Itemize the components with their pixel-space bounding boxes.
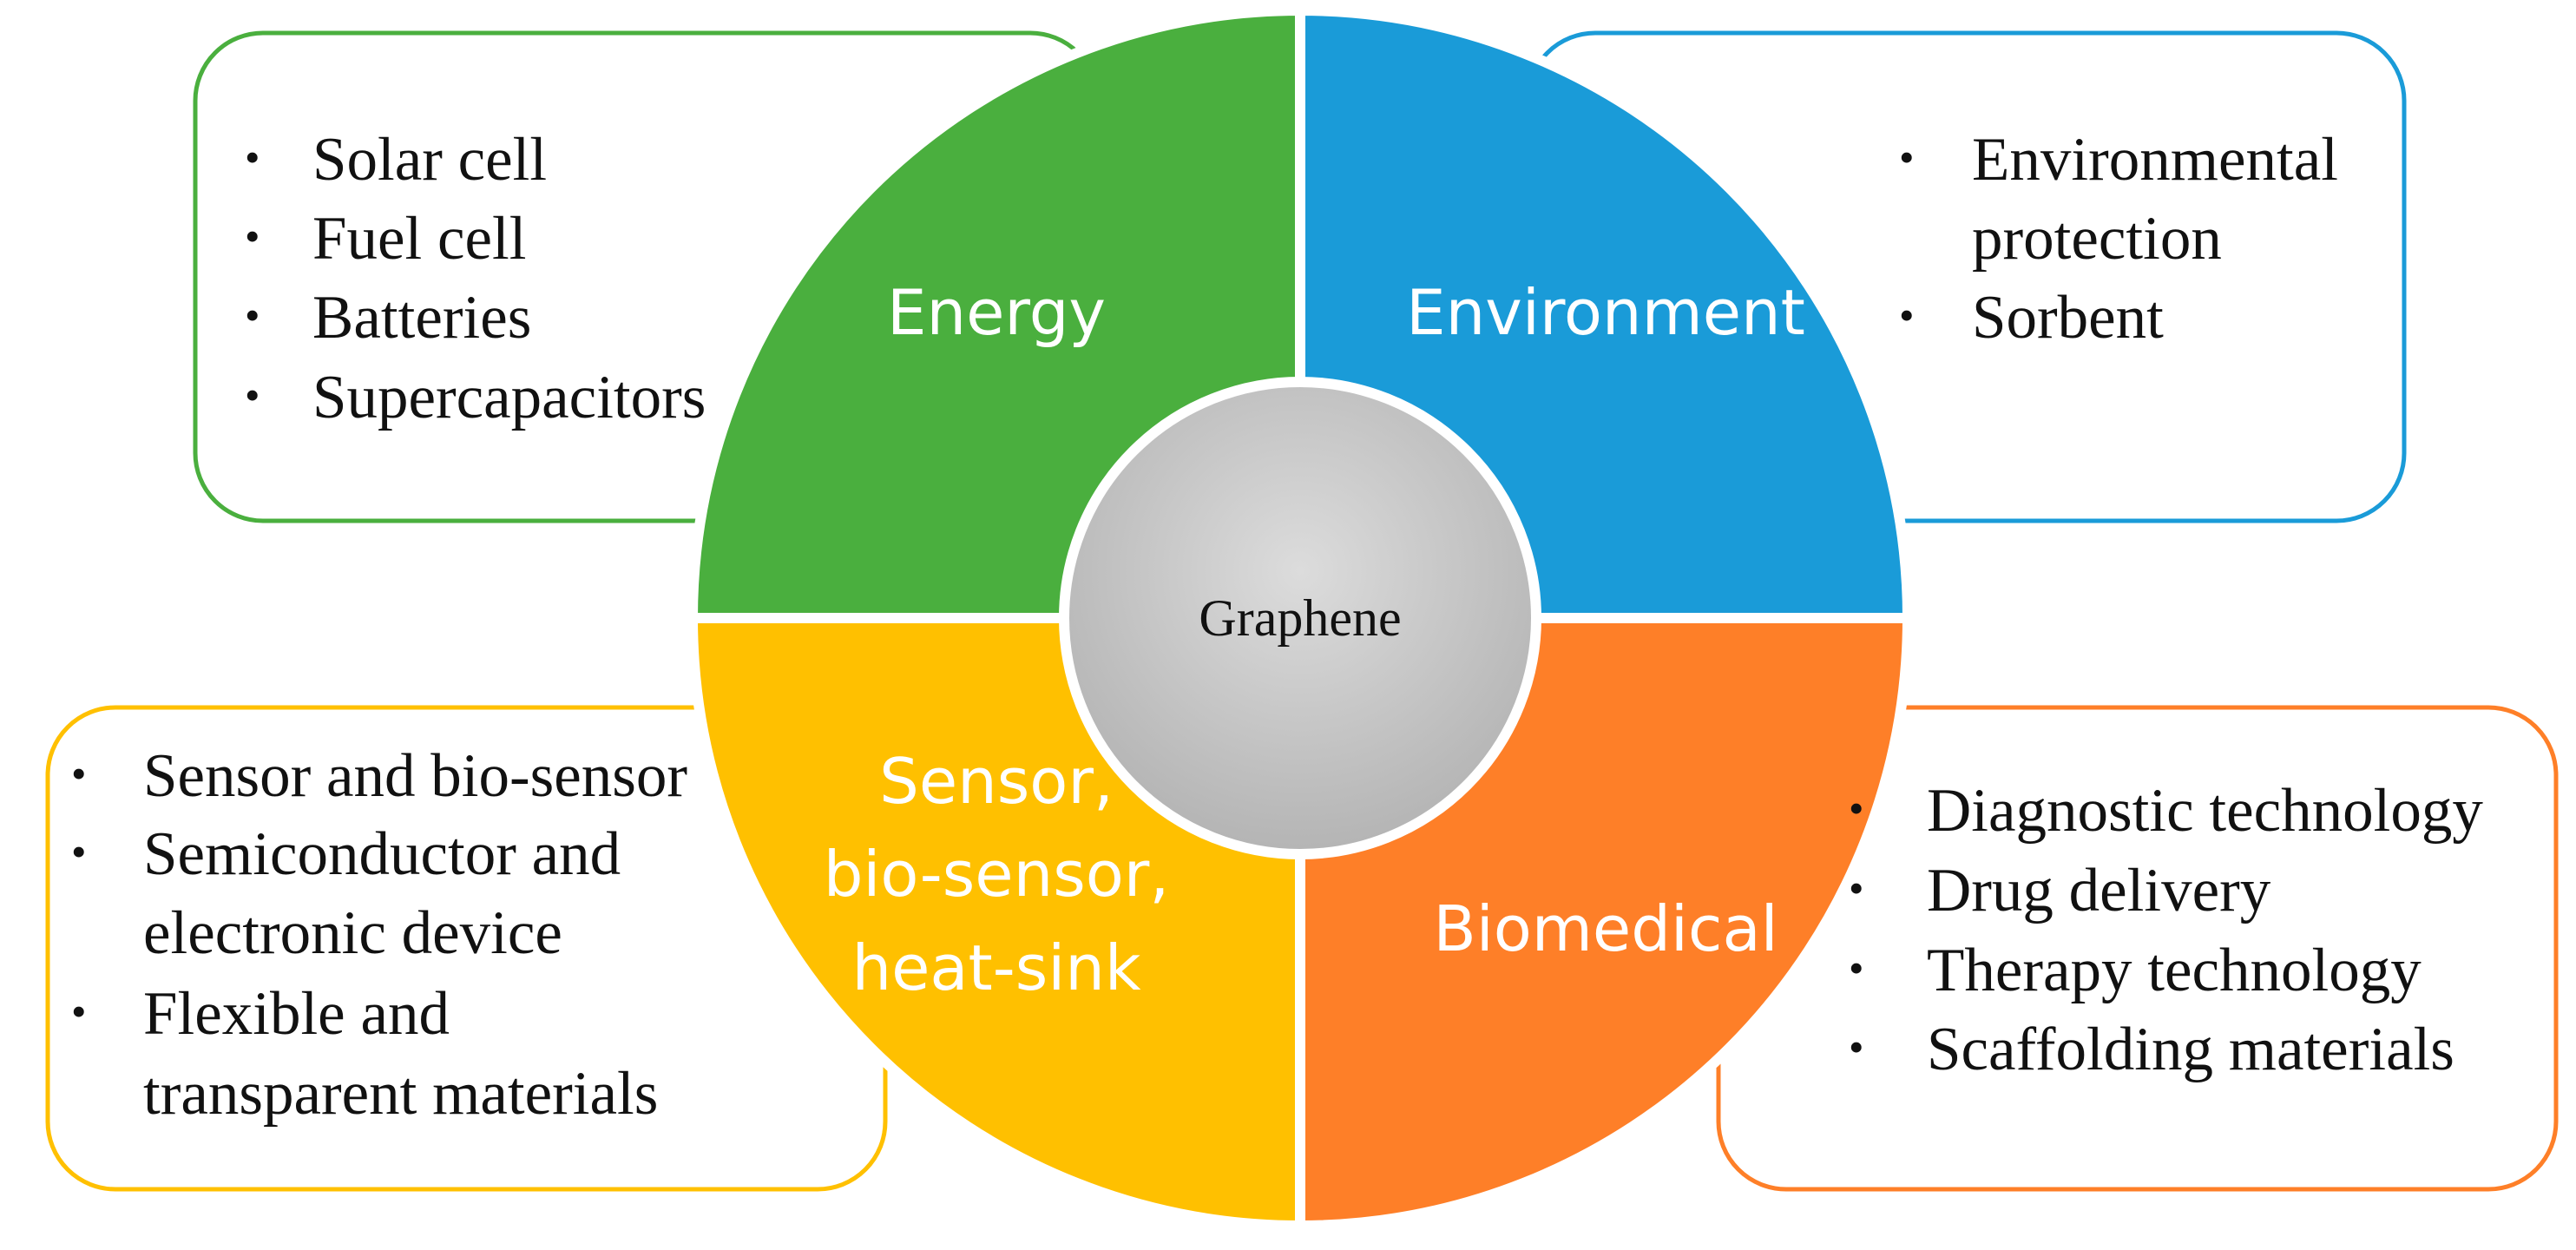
energy-item-solar-cell: Solar cell <box>312 126 547 194</box>
biomedical-label-text: Biomedical <box>1433 892 1778 965</box>
bullet-icon: • <box>245 371 260 419</box>
energy-item-batteries: Batteries <box>312 284 531 352</box>
bullet-icon: • <box>71 827 87 876</box>
bullet-icon: • <box>245 133 260 181</box>
biomedical-quadrant-label: Biomedical <box>1433 892 1778 965</box>
environment-item-environmental: Environmental <box>1972 126 2338 194</box>
sensor-quadrant-label: Sensor, bio-sensor, heat-sink <box>824 745 1170 1004</box>
biomedical-items-list: • Diagnostic technology • Drug delivery … <box>1849 777 2483 1083</box>
sensor-items-list: • Sensor and bio-sensor • Semiconductor … <box>71 742 687 1128</box>
sensor-item-sensor-bio-sensor: Sensor and bio-sensor <box>143 742 687 810</box>
environment-item-protection: protection <box>1972 205 2222 273</box>
sensor-item-transparent-materials: transparent materials <box>143 1060 658 1128</box>
biomedical-item-diagnostic: Diagnostic technology <box>1927 777 2483 845</box>
sensor-label-line-2: bio-sensor, <box>824 838 1170 911</box>
biomedical-item-scaffolding: Scaffolding materials <box>1927 1016 2454 1083</box>
bullet-icon: • <box>1849 944 1864 992</box>
sensor-label-line-3: heat-sink <box>851 931 1140 1004</box>
bullet-icon: • <box>245 212 260 260</box>
bullet-icon: • <box>1899 291 1915 339</box>
environment-item-sorbent: Sorbent <box>1972 284 2164 352</box>
bullet-icon: • <box>1849 864 1864 912</box>
sensor-item-flexible: Flexible and <box>143 980 450 1048</box>
energy-items-list: • Solar cell • Fuel cell • Batteries • S… <box>245 126 706 431</box>
environment-quadrant-label: Environment <box>1406 276 1805 349</box>
bullet-icon: • <box>71 749 87 798</box>
biomedical-item-drug-delivery: Drug delivery <box>1927 857 2271 924</box>
graphene-center-circle <box>1059 377 1541 859</box>
bullet-icon: • <box>1899 133 1915 181</box>
energy-quadrant-label: Energy <box>887 276 1106 349</box>
bullet-icon: • <box>1849 784 1864 832</box>
sensor-item-electronic-device: electronic device <box>143 899 562 967</box>
energy-label-text: Energy <box>887 276 1106 349</box>
energy-item-fuel-cell: Fuel cell <box>312 205 526 273</box>
environment-items-list: • Environmental protection • Sorbent <box>1899 126 2338 352</box>
sensor-item-semiconductor: Semiconductor and <box>143 820 621 888</box>
biomedical-item-therapy: Therapy technology <box>1927 937 2422 1004</box>
energy-item-supercapacitors: Supercapacitors <box>312 364 706 431</box>
bullet-icon: • <box>71 987 87 1036</box>
center-label: Graphene <box>1199 589 1401 647</box>
sensor-label-line-1: Sensor, <box>879 745 1114 818</box>
environment-label-text: Environment <box>1406 276 1805 349</box>
bullet-icon: • <box>245 291 260 339</box>
bullet-icon: • <box>1849 1023 1864 1071</box>
